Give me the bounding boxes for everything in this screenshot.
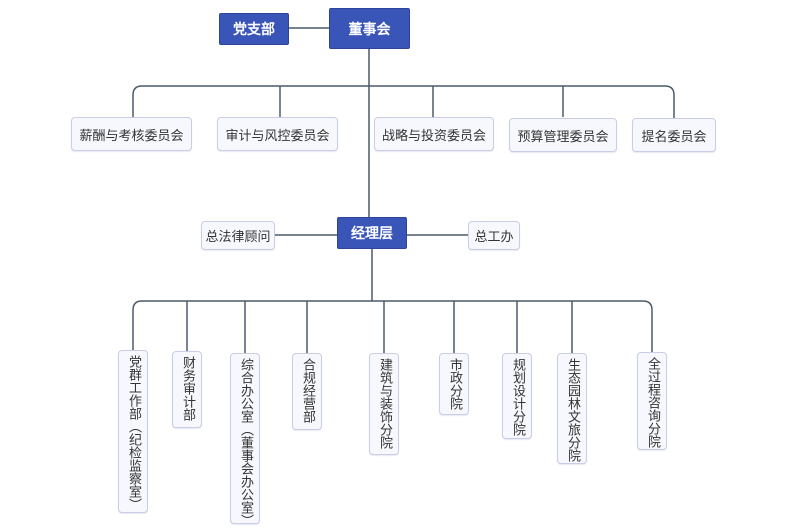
board-label: 董事会 — [348, 21, 391, 38]
committee-node-strategy: 战略与投资委员会 — [374, 117, 494, 151]
committee-label: 审计与风控委员会 — [225, 128, 330, 144]
department-label: 财务审计部 — [180, 356, 195, 421]
chief-engineer-office-label: 总工办 — [474, 230, 514, 245]
management-label: 经理层 — [351, 226, 393, 242]
committee-node-compensation: 薪酬与考核委员会 — [71, 117, 192, 151]
department-node-party-affairs: 党群工作部（纪检监察室） — [118, 350, 148, 513]
department-label: 党群工作部（纪检监察室） — [126, 355, 141, 511]
management-node: 经理层 — [337, 217, 407, 249]
general-counsel-node: 总法律顾问 — [201, 221, 275, 250]
department-node-planning-design: 规划设计分院 — [502, 353, 532, 439]
department-node-architecture: 建筑与装饰分院 — [369, 353, 399, 455]
committee-node-audit-risk: 审计与风控委员会 — [217, 117, 338, 151]
department-node-general-office: 综合办公室（董事会办公室） — [230, 353, 260, 527]
department-label: 市政分院 — [447, 358, 462, 410]
department-label: 全过程咨询分院 — [645, 357, 660, 448]
department-label: 综合办公室（董事会办公室） — [238, 358, 253, 527]
committee-label: 预算管理委员会 — [517, 129, 609, 145]
department-node-municipal: 市政分院 — [439, 353, 469, 415]
general-counsel-label: 总法律顾问 — [205, 230, 271, 245]
department-label: 生态园林文旅分院 — [565, 358, 580, 462]
committee-node-nomination: 提名委员会 — [632, 118, 716, 152]
department-label: 规划设计分院 — [510, 358, 525, 436]
department-node-compliance: 合规经营部 — [292, 353, 322, 430]
chief-engineer-office-node: 总工办 — [468, 221, 520, 250]
department-label: 合规经营部 — [300, 358, 315, 423]
party-branch-node: 党支部 — [219, 13, 289, 45]
committee-label: 战略与投资委员会 — [381, 128, 486, 144]
department-label: 建筑与装饰分院 — [377, 358, 392, 449]
department-node-finance-audit: 财务审计部 — [172, 351, 202, 428]
committee-label: 提名委员会 — [641, 129, 707, 145]
department-node-ecology-landscape: 生态园林文旅分院 — [557, 353, 587, 464]
committee-label: 薪酬与考核委员会 — [79, 128, 184, 144]
board-node: 董事会 — [329, 8, 410, 49]
party-branch-label: 党支部 — [233, 22, 275, 38]
committee-node-budget: 预算管理委员会 — [509, 118, 617, 152]
department-node-consulting: 全过程咨询分院 — [637, 352, 667, 450]
